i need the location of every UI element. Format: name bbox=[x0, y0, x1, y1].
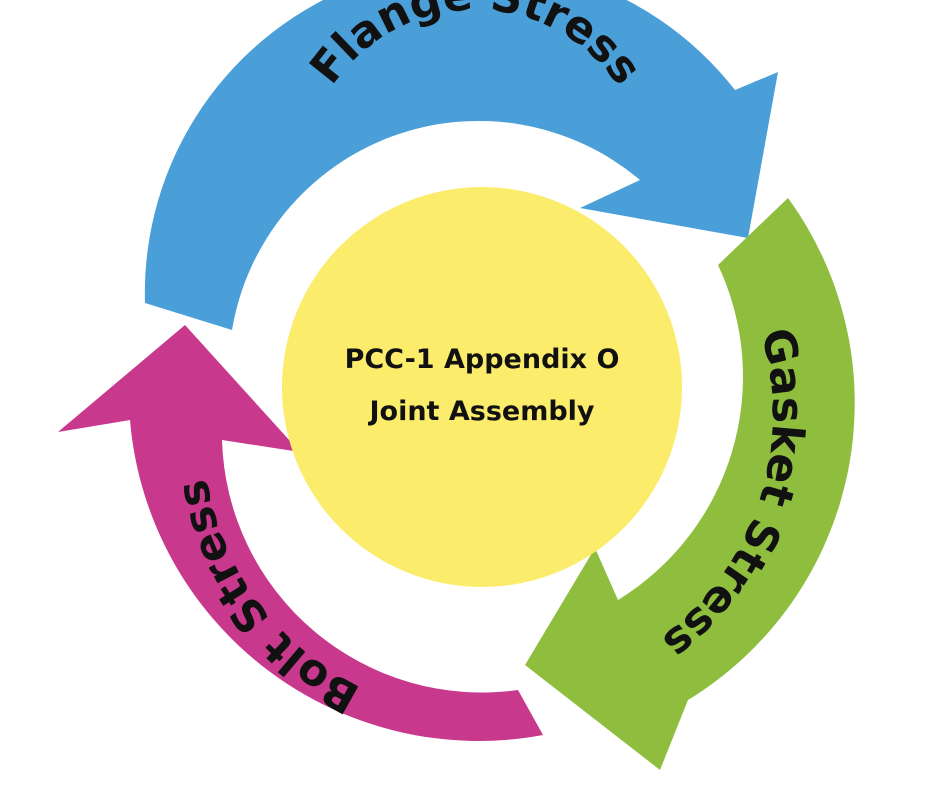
flange-stress-arrow bbox=[144, 0, 778, 330]
gasket-stress-arrow bbox=[525, 198, 855, 770]
bolt-stress-arrow bbox=[58, 325, 543, 741]
center-title-line1: PCC-1 Appendix O bbox=[345, 344, 620, 375]
center-title-line2: Joint Assembly bbox=[367, 396, 594, 427]
center-circle bbox=[282, 187, 682, 587]
